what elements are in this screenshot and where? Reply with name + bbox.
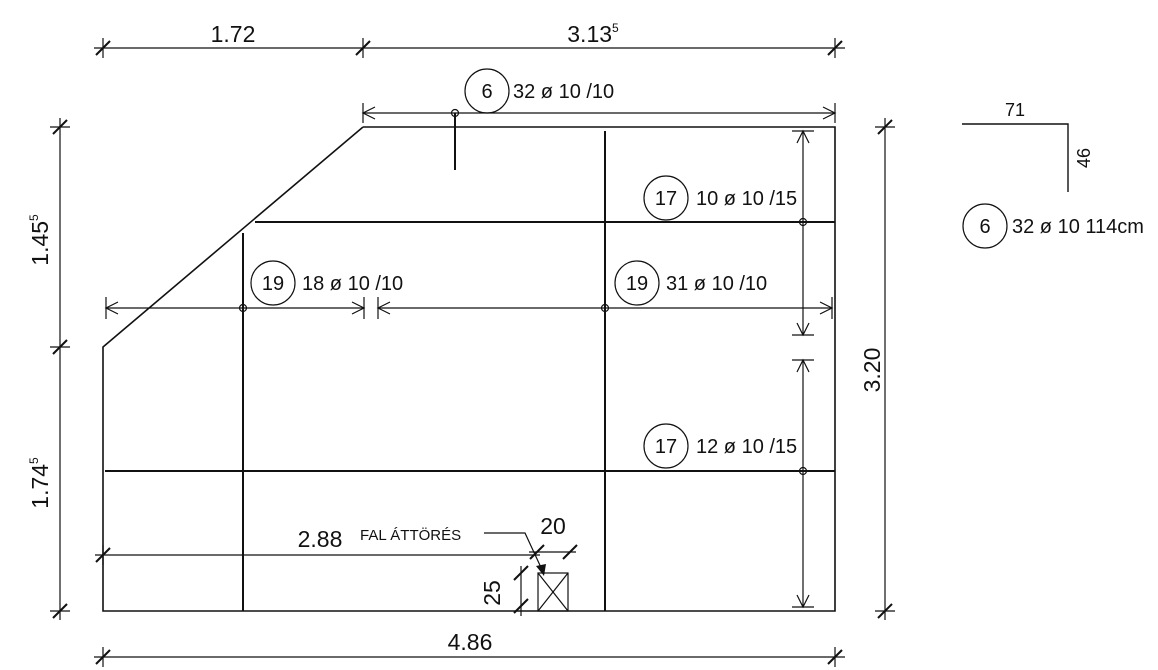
- dim-opening-x: 2.88: [298, 526, 343, 552]
- bottom-dimension-line: [94, 647, 845, 667]
- opening-leader: [484, 532, 546, 576]
- rebar-mark-17-upper: 17: [655, 188, 677, 210]
- dim-top-left: 1.72: [211, 21, 256, 47]
- rebar-mark-17-lower: 17: [655, 436, 677, 458]
- rebar-spec-19-right: 31 ø 10 /10: [666, 273, 767, 295]
- dim-top-right: 3.135: [567, 21, 619, 47]
- rebar-label-17-lower: 17 12 ø 10 /15: [643, 423, 797, 469]
- rebar-spec-6: 32 ø 10 /10: [513, 81, 614, 103]
- rebar-mark-19-right: 19: [626, 273, 648, 295]
- opening-height-dimension: [513, 565, 529, 616]
- top-dimension-line: [94, 38, 845, 58]
- rebar-mark-6: 6: [481, 81, 492, 103]
- bar-shape-label: 6 32 ø 10 114cm: [962, 203, 1144, 249]
- bar-shape-spec: 32 ø 10 114cm: [1012, 216, 1144, 238]
- opening-x-dimension: [95, 545, 540, 565]
- rebar-spec-19-left: 18 ø 10 /10: [302, 273, 403, 295]
- rebar-label-19-left: 19 18 ø 10 /10: [250, 260, 403, 306]
- rebar-label-17-upper: 17 10 ø 10 /15: [643, 175, 797, 221]
- rebar-19-distribution: [104, 297, 834, 319]
- bar-shape-diagram: [962, 123, 1069, 192]
- dim-left-upper: 1.455: [27, 214, 53, 266]
- rebar-label-19-right: 19 31 ø 10 /10: [614, 260, 767, 306]
- dim-bottom: 4.86: [448, 629, 493, 655]
- rebar-17-lower-distribution: [792, 358, 814, 609]
- opening-width-dimension: [529, 544, 578, 560]
- dim-right: 3.20: [859, 348, 885, 393]
- bar-shape-vertical-leg: 46: [1074, 148, 1094, 168]
- opening-label: FAL ÁTTÖRÉS: [360, 526, 461, 544]
- left-dimension-line: [50, 118, 70, 620]
- dim-opening-height: 25: [479, 580, 505, 606]
- rebar-17-upper-distribution: [792, 129, 814, 337]
- bar-shape-mark: 6: [979, 216, 990, 238]
- dim-opening-width: 20: [540, 513, 566, 539]
- rebar-mark-19-left: 19: [262, 273, 284, 295]
- dim-left-lower: 1.745: [27, 457, 53, 509]
- rebar-label-6: 6 32 ø 10 /10: [464, 68, 614, 114]
- opening-symbol: [537, 572, 569, 612]
- rebar-spec-17-upper: 10 ø 10 /15: [696, 188, 797, 210]
- bar-shape-horizontal-leg: 71: [1005, 100, 1025, 120]
- rebar-6-distribution: [361, 103, 837, 170]
- slab-outline: [102, 126, 836, 612]
- right-dimension-line: [875, 118, 895, 620]
- rebar-spec-17-lower: 12 ø 10 /15: [696, 436, 797, 458]
